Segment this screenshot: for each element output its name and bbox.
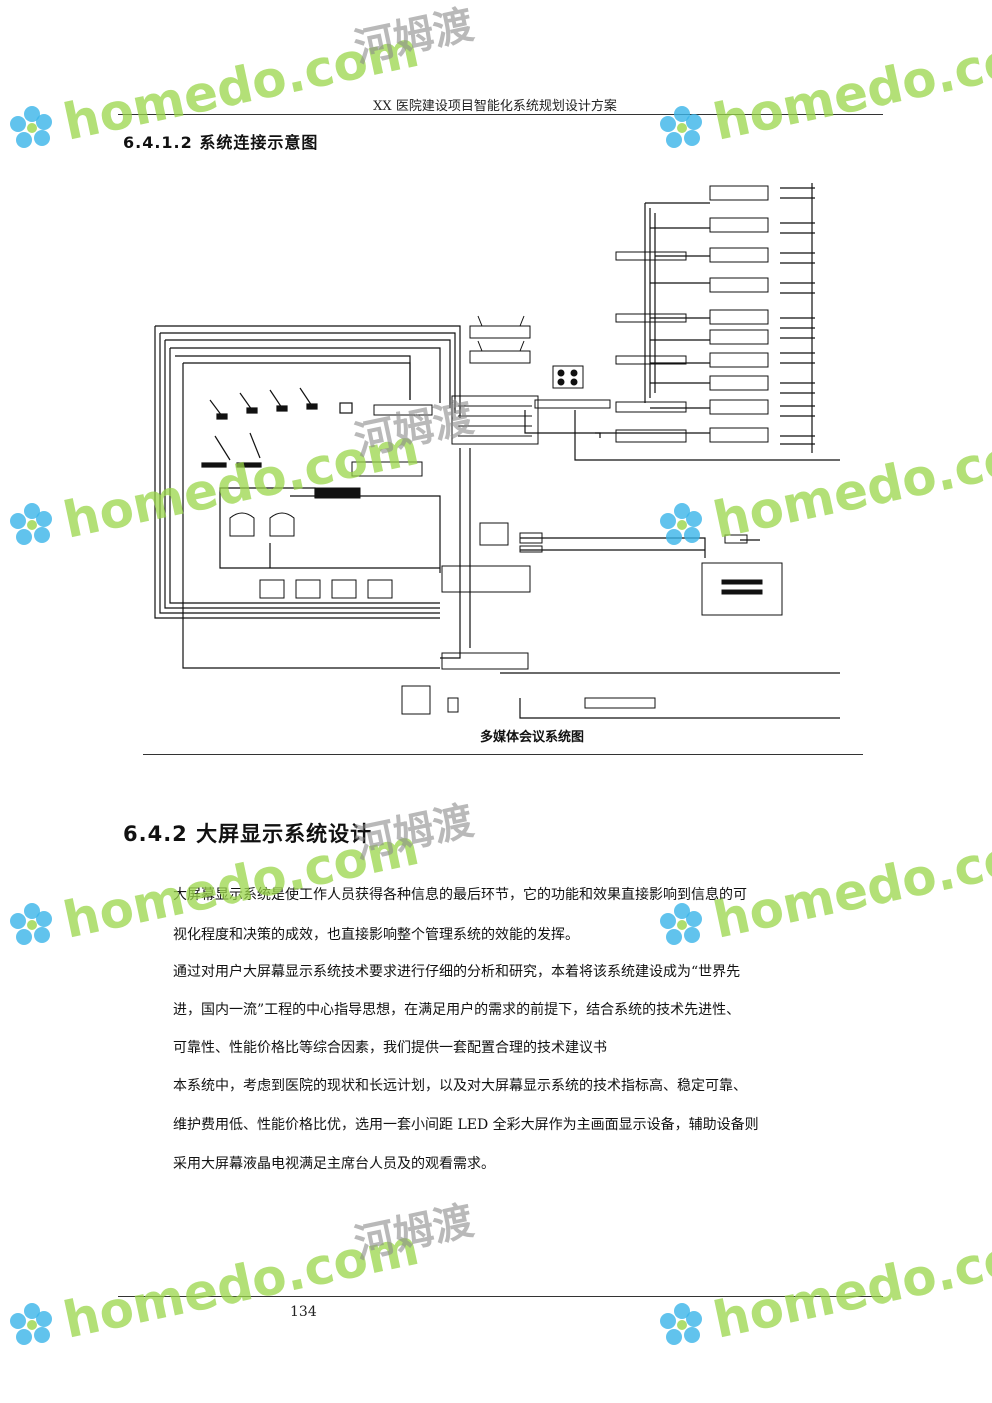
section-title-large-screen-design: 6.4.2 大屏显示系统设计 [123,822,373,846]
flower-logo-icon [660,106,702,148]
watermark-chinese-text: 河姆渡 [351,2,478,72]
header-divider [118,114,883,115]
paragraph-line-1: 大屏幕显示系统是使工作人员获得各种信息的最后环节，它的功能和效果直接影响到信息的… [173,887,747,903]
flower-logo-icon [10,106,52,148]
diagram-caption: 多媒体会议系统图 [480,729,584,745]
footer-divider [118,1296,883,1297]
watermark-text: homedo.com [708,1218,992,1350]
paragraph-line-8: 采用大屏幕液晶电视满足主席台人员及的观看需求。 [173,1156,495,1172]
paragraph-line-4: 进，国内一流”工程的中心指导思想，在满足用户的需求的前提下，结合系统的技术先进性… [173,1002,741,1018]
flower-logo-icon [10,1303,52,1345]
page-number: 134 [290,1304,317,1320]
diagram-bottom-rule [143,754,863,755]
flower-logo-icon [10,903,52,945]
paragraph-line-2: 视化程度和决策的成效，也直接影响整个管理系统的效能的发挥。 [173,927,579,943]
paragraph-line-3: 通过对用户大屏幕显示系统技术要求进行仔细的分析和研究，本着将该系统建设成为“世界… [173,964,741,980]
paragraph-line-7: 维护费用低、性能价格比优，选用一套小间距 LED 全彩大屏作为主画面显示设备，辅… [173,1117,759,1133]
page-header-title: XX 医院建设项目智能化系统规划设计方案 [373,99,617,114]
flower-logo-icon [660,1303,702,1345]
multimedia-conference-system-diagram: 多媒体会议系统图 [154,183,840,745]
paragraph-line-6: 本系统中，考虑到医院的现状和长远计划，以及对大屏幕显示系统的技术指标高、稳定可靠… [173,1078,747,1094]
flower-logo-icon [10,503,52,545]
watermark-text: homedo.com [708,20,992,152]
watermark-text: homedo.com [58,1218,423,1350]
section-title-connection-diagram: 6.4.1.2 系统连接示意图 [123,133,319,152]
watermark-chinese-text: 河姆渡 [351,1198,478,1268]
paragraph-line-5: 可靠性、性能价格比等综合因素，我们提供一套配置合理的技术建议书 [173,1040,607,1056]
